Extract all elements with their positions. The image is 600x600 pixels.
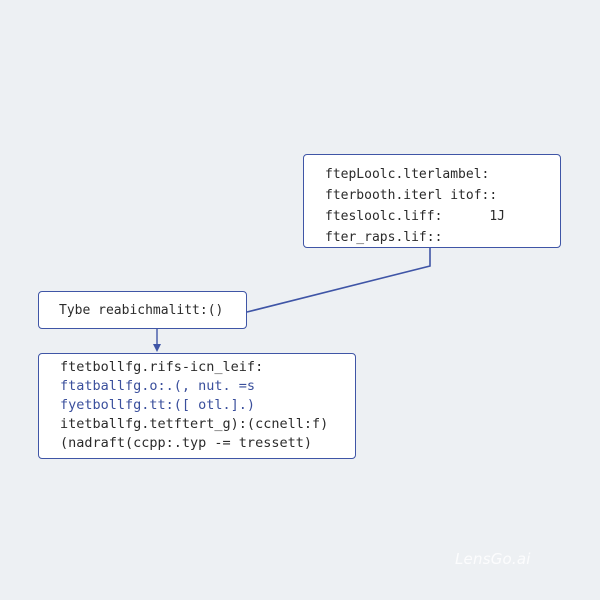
connector-top-to-middle xyxy=(246,248,431,313)
top-box-line: fterbooth.iterl itof:: xyxy=(325,188,498,203)
bottom-box-line: (nadraft(ccpp:.typ -= tressett) xyxy=(60,435,312,451)
middle-box-label: Tybe reabichmalitt:() xyxy=(59,302,224,318)
bottom-code-box: ftetbollfg.rifs-icn_leif: ftatballfg.o:.… xyxy=(38,353,356,459)
bottom-box-line: itetballfg.tetftert_g):(ccnell:f) xyxy=(60,416,329,432)
bottom-box-line: fyetbollfg.tt:([ otl.].) xyxy=(60,397,256,413)
top-code-box: ftepLoolc.lterlambel: fterbooth.iterl it… xyxy=(303,154,561,248)
watermark: LensGo.ai xyxy=(455,550,531,568)
top-box-line: fter_raps.lif:: xyxy=(325,230,443,245)
bottom-box-line: ftetbollfg.rifs-icn_leif: xyxy=(60,359,264,375)
top-box-line: ftesloolc.liff: 1J xyxy=(325,209,506,224)
middle-label-box: Tybe reabichmalitt:() xyxy=(38,291,247,329)
top-box-line: ftepLoolc.lterlambel: xyxy=(325,167,490,182)
arrowhead-down-icon xyxy=(153,344,161,352)
bottom-box-line: ftatballfg.o:.(, nut. =s xyxy=(60,378,256,394)
